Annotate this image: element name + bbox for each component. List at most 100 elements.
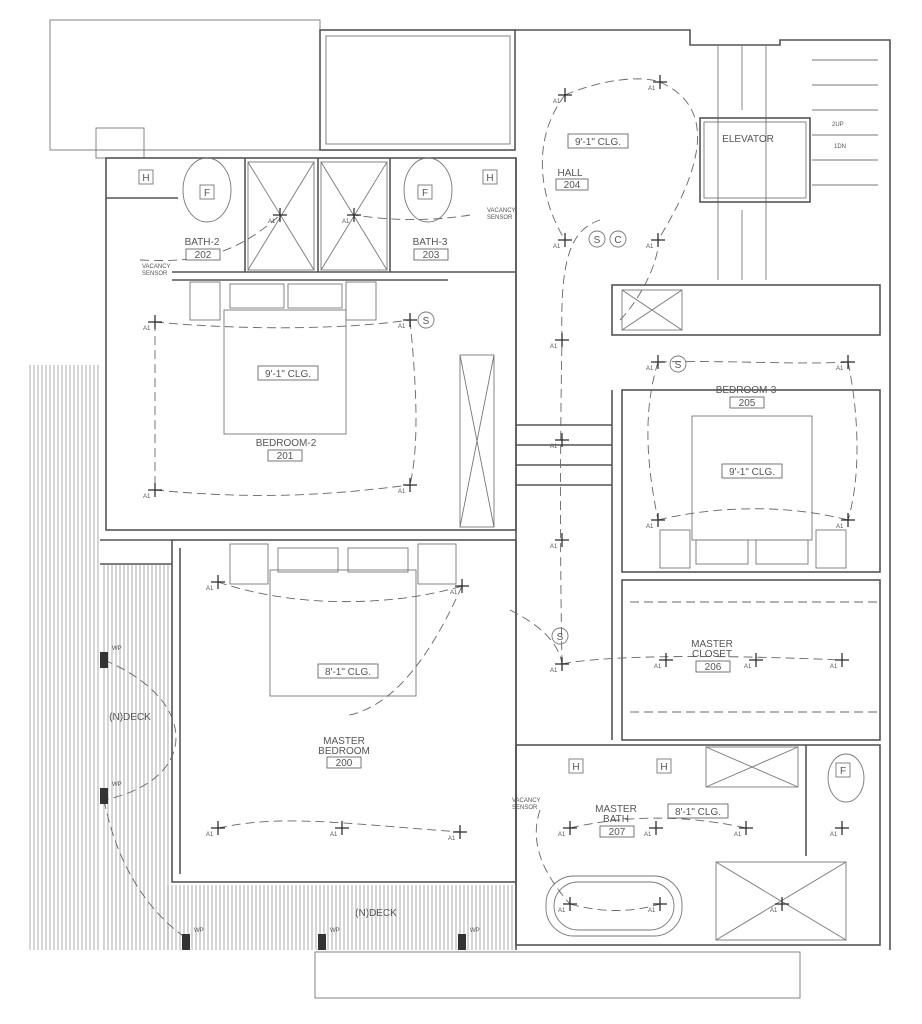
room-number-master-bath: 207: [609, 827, 626, 838]
fixture-tag: A1: [770, 908, 778, 914]
heater-icon-label: H: [660, 762, 667, 773]
room-name-bedroom3: BEDROOM-3: [716, 385, 777, 396]
room-name-bath2: BATH-2: [185, 237, 220, 248]
fixture-tag: A1: [744, 664, 752, 670]
fixture-tag: A1: [450, 590, 458, 596]
room-number-bath2: 202: [195, 250, 212, 261]
room-number-bedroom3: 205: [739, 398, 756, 409]
fixture-tag: A1: [330, 832, 338, 838]
fixture-tag: A1: [830, 832, 838, 838]
fixture-tag: A1: [646, 524, 654, 530]
stair-up-label: 2UP: [832, 122, 844, 128]
fixture-tag: A1: [648, 908, 656, 914]
fixture-tag: A1: [550, 544, 558, 550]
exhaust-fan-icon: [199, 184, 215, 200]
heater-icon-label: H: [486, 173, 493, 184]
room-number-master-bedroom: 200: [336, 758, 353, 769]
exhaust-fan-icon-label: F: [204, 188, 210, 199]
elevator-label: ELEVATOR: [722, 134, 774, 145]
room-name-bedroom2: BEDROOM-2: [256, 438, 317, 449]
exhaust-fan-icon: [835, 762, 851, 778]
ceiling-tag-master-bath: 8'-1" CLG.: [675, 807, 721, 818]
room-number-hall: 204: [564, 180, 581, 191]
fixture-tag: A1: [550, 668, 558, 674]
deck-hatching: [29, 365, 513, 950]
fixture-tag: A1: [558, 832, 566, 838]
vacancy-sensor-label: SENSOR: [512, 805, 538, 811]
vacancy-sensor-label: VACANCY: [512, 798, 541, 804]
smoke-detector-icon: [551, 627, 569, 645]
smoke-detector-icon: [588, 230, 606, 248]
circuit-runs: [103, 78, 858, 939]
fixture-tag: A1: [646, 244, 654, 250]
room-number-master-closet: 206: [705, 662, 722, 673]
room-name-hall: HALL: [557, 168, 582, 179]
fixture-tag: A1: [648, 86, 656, 92]
vacancy-sensor-label: VACANCY: [487, 208, 516, 214]
vacancy-sensor-label: SENSOR: [142, 271, 168, 277]
co-detector-icon-label: C: [614, 235, 621, 246]
fixture-tag: A1: [830, 664, 838, 670]
fixture-tag: A1: [836, 366, 844, 372]
wp-outlet-icon: [318, 934, 326, 950]
ceiling-tag-bedroom3: 9'-1" CLG.: [729, 467, 775, 478]
wp-outlet-icon: [100, 652, 108, 668]
fixture-tag: A1: [644, 832, 652, 838]
wp-outlet-icon: [100, 788, 108, 804]
fixture-tag: A1: [143, 326, 151, 332]
fixture-tag: A1: [206, 586, 214, 592]
smoke-detector-icon-label: S: [675, 360, 682, 371]
wp-outlet-label: WP: [194, 928, 204, 934]
fixture-tag: A1: [646, 366, 654, 372]
fixture-tag: A1: [342, 219, 350, 225]
deck-label-south: (N)DECK: [355, 908, 397, 919]
wp-outlet-icon: [458, 934, 466, 950]
heater-icon-label: H: [142, 173, 149, 184]
room-name-bath3: BATH-3: [413, 237, 448, 248]
deck-label-west: (N)DECK: [109, 712, 151, 723]
smoke-detector-icon-label: S: [557, 632, 564, 643]
fixture-tag: A1: [398, 324, 406, 330]
room-number-bath3: 203: [423, 250, 440, 261]
fixture-tag: A1: [550, 444, 558, 450]
fixture-tag: A1: [268, 219, 276, 225]
smoke-detector-icon-label: S: [594, 235, 601, 246]
fixture-tag: A1: [558, 908, 566, 914]
wp-outlet-icon: [182, 934, 190, 950]
room-name-master-closet-1: MASTER: [691, 639, 733, 650]
exhaust-fan-icon-label: F: [422, 188, 428, 199]
fixture-tag: A1: [398, 489, 406, 495]
smoke-detector-icon-label: S: [423, 316, 430, 327]
fixture-tag: A1: [553, 244, 561, 250]
fixture-tag: A1: [734, 832, 742, 838]
room-name-master-bath-2: BATH: [603, 814, 629, 825]
room-labels: BATH-2 202 BATH-3 203 HALL 204 BEDROOM-2…: [185, 168, 777, 838]
ceiling-tag-bedroom2: 9'-1" CLG.: [265, 369, 311, 380]
fixture-tag: A1: [836, 524, 844, 530]
fixture-tag: A1: [550, 344, 558, 350]
ceiling-tag-hall: 9'-1" CLG.: [575, 137, 621, 148]
heater-icon: [138, 169, 154, 185]
room-name-master-closet-2: CLOSET: [692, 649, 732, 660]
smoke-detector-icon: [669, 355, 687, 373]
wp-outlet-label: WP: [112, 646, 122, 652]
heater-icon-label: H: [572, 762, 579, 773]
heater-icon: [656, 758, 672, 774]
room-name-master-bath-1: MASTER: [595, 804, 637, 815]
wp-outlet-label: WP: [330, 928, 340, 934]
heater-icon: [482, 169, 498, 185]
room-number-bedroom2: 201: [277, 451, 294, 462]
stair-down-label: 1DN: [834, 144, 846, 150]
fixture-tag: A1: [143, 494, 151, 500]
vacancy-sensor-label: SENSOR: [487, 215, 513, 221]
ceiling-tag-master-bedroom: 8'-1" CLG.: [325, 667, 371, 678]
wp-outlet-label: WP: [112, 782, 122, 788]
room-name-master-bedroom-2: BEDROOM: [318, 746, 370, 757]
room-name-master-bedroom-1: MASTER: [323, 736, 365, 747]
fixture-tag: A1: [654, 664, 662, 670]
co-detector-icon: [609, 230, 627, 248]
deck-labels: (N)DECK (N)DECK: [109, 712, 397, 919]
fixture-tag: A1: [448, 836, 456, 842]
